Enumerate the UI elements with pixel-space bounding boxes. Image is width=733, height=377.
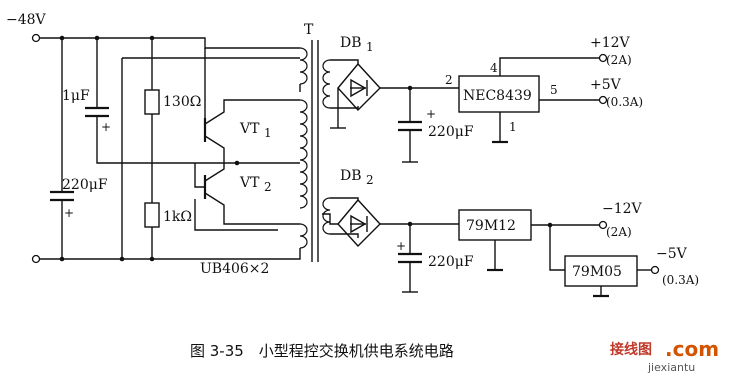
c-220uf-db2-label: 220μF	[428, 254, 474, 270]
figure-caption: 图 3-35 小型程控交换机供电系统电路	[190, 342, 454, 360]
out-plus5-terminal	[598, 95, 608, 105]
watermark-com: .com	[665, 337, 719, 361]
ic-nec-pin-4: 4	[490, 61, 498, 75]
c-220uf-db1-label: 220μF	[428, 124, 474, 140]
ic-nec-pin-in: 2	[445, 73, 453, 87]
ic-79m05: 79M05	[549, 225, 660, 298]
bias-divider	[144, 35, 300, 259]
transformer-secondary-2	[322, 197, 359, 238]
c-input-plus: +	[64, 206, 74, 220]
resistor-1k-ohm	[144, 202, 160, 228]
input-terminal-top	[31, 33, 41, 43]
out-minus12-voltage: −12V	[602, 201, 643, 217]
watermark: 接线图 .com jiexiantu	[610, 337, 719, 374]
resistor-130-ohm	[144, 89, 160, 115]
db1-cap-plus: +	[426, 107, 436, 121]
input-rails	[31, 33, 272, 264]
r-1k-label: 1kΩ	[163, 209, 192, 225]
input-capacitor	[50, 38, 74, 259]
watermark-url: jiexiantu	[647, 361, 695, 374]
out-minus5-voltage: −5V	[656, 246, 688, 262]
transformer-label: T	[304, 22, 314, 38]
transistor-vt1	[203, 48, 278, 162]
r-130-label: 130Ω	[163, 94, 201, 110]
db1-label: DB	[340, 35, 362, 51]
c-1uf-plus: +	[101, 120, 111, 134]
ic-nec8439: NEC8439	[410, 53, 608, 144]
ic-nec-pin-5: 5	[550, 83, 558, 97]
out-minus5-terminal	[650, 265, 660, 275]
transistor-vt2	[194, 162, 278, 231]
bridge-db1	[330, 62, 410, 129]
db1-filter-capacitor	[398, 85, 422, 163]
transistor-part-label: UB406×2	[200, 261, 269, 277]
ic-nec-pin-gnd: 1	[509, 120, 517, 134]
vt2-subscript: 2	[264, 180, 272, 194]
out-plus12-current: (2A)	[606, 53, 632, 67]
db2-subscript: 2	[366, 173, 374, 187]
c-220uf-input-label: 220μF	[62, 177, 108, 193]
ic-79m12-name: 79M12	[466, 218, 516, 234]
ic-nec-name: NEC8439	[463, 88, 532, 104]
cap-1uf	[85, 38, 237, 164]
out-plus5-current: (0.3A)	[606, 95, 643, 109]
vt2-label: VT	[239, 175, 260, 191]
out-plus5-voltage: +5V	[590, 77, 622, 93]
ic-79m05-name: 79M05	[572, 264, 622, 280]
transformer-secondary-1	[322, 59, 359, 109]
db2-cap-plus: +	[396, 239, 406, 253]
out-minus12-current: (2A)	[606, 225, 632, 239]
watermark-cn: 接线图	[610, 341, 652, 358]
input-terminal-bottom	[31, 254, 41, 264]
out-minus12-terminal	[598, 220, 608, 230]
db1-subscript: 1	[366, 40, 374, 54]
input-voltage-label: −48V	[6, 12, 47, 28]
vt1-subscript: 1	[264, 126, 272, 140]
bridge-db2	[322, 198, 459, 248]
transformer-primary	[272, 47, 308, 260]
out-plus12-terminal	[598, 53, 608, 63]
vt1-label: VT	[239, 121, 260, 137]
db2-label: DB	[340, 168, 362, 184]
c-1uf-label: 1μF	[62, 88, 90, 104]
out-plus12-voltage: +12V	[590, 35, 631, 51]
out-minus5-current: (0.3A)	[662, 273, 699, 287]
db2-filter-capacitor	[398, 221, 422, 293]
ic-79m12: 79M12	[458, 209, 608, 272]
